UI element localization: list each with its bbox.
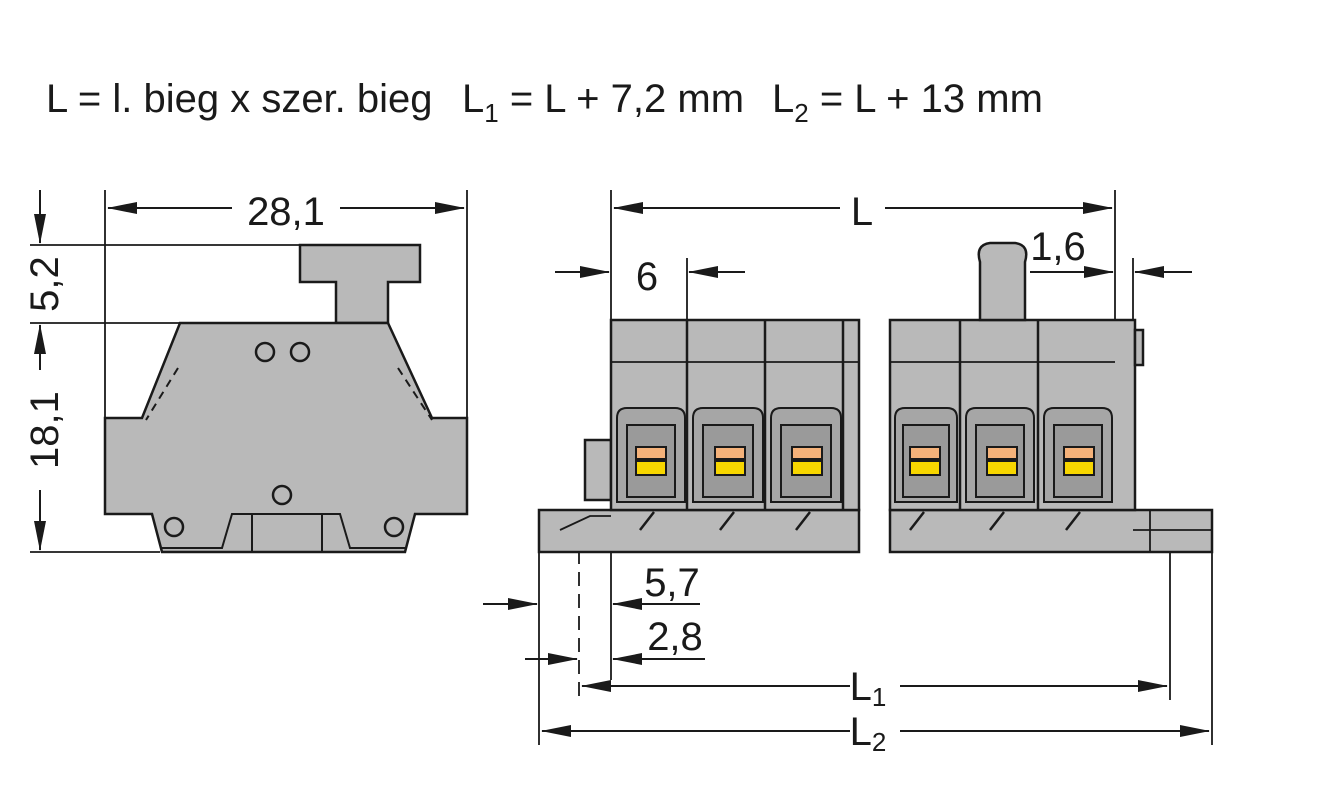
clamp-unit	[894, 407, 958, 503]
front-total-label: L	[851, 190, 873, 234]
formula-L2: L2 = L + 13 mm	[772, 77, 1043, 128]
front-L2-label: L2	[850, 710, 887, 757]
side-view	[30, 190, 469, 554]
clamp-unit	[1043, 407, 1113, 503]
clamp-unit	[770, 407, 842, 503]
header-formulas: L = l. bieg x szer. bieg L1 = L + 7,2 mm…	[46, 77, 1043, 128]
front-offset-b-label: 2,8	[647, 615, 703, 659]
front-pitch-label: 6	[636, 255, 658, 299]
formula-L1: L1 = L + 7,2 mm	[462, 77, 744, 128]
clamp-unit	[616, 407, 686, 503]
side-top-height-label: 5,2	[23, 256, 67, 312]
front-L1-label: L1	[850, 665, 887, 712]
front-offset-a-label: 5,7	[644, 561, 700, 605]
formula-L: L = l. bieg x szer. bieg	[46, 77, 433, 121]
clamp-unit	[965, 407, 1035, 503]
clamp-units	[616, 407, 1113, 503]
front-flange-label: 1,6	[1030, 225, 1086, 269]
side-body-height-label: 18,1	[23, 391, 67, 469]
clamp-unit	[692, 407, 764, 503]
side-width-label: 28,1	[247, 190, 325, 234]
